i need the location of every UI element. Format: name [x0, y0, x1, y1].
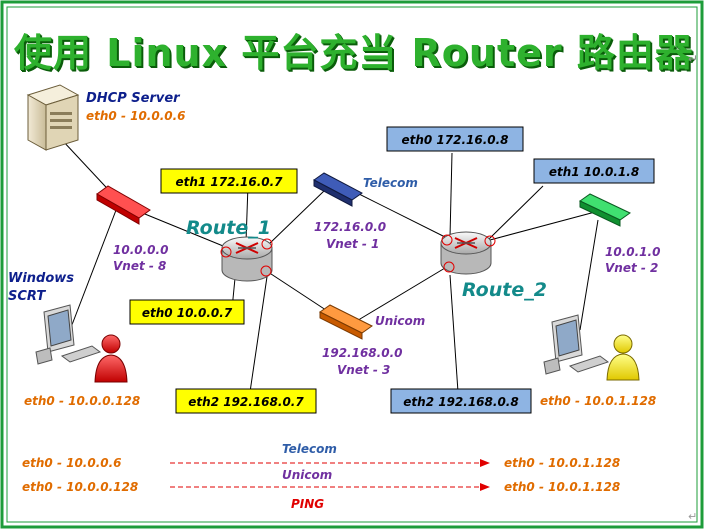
dhcp-server-eth: eth0 - 10.0.0.6 — [86, 109, 186, 123]
user-icon — [606, 334, 640, 381]
vnet3-name: Vnet - 3 — [337, 363, 390, 377]
windows-label: Windows — [8, 271, 74, 286]
route1-eth0-box: eth0 10.0.0.7 — [129, 299, 245, 325]
legend-unicom-label: Unicom — [282, 468, 332, 482]
svg-text:eth1 172.16.0.7: eth1 172.16.0.7 — [175, 175, 283, 189]
computer-icon — [543, 314, 610, 375]
legend-telecom-label: Telecom — [282, 442, 337, 456]
legend-row1-from: eth0 - 10.0.0.6 — [22, 456, 122, 470]
interface-markers — [220, 234, 496, 277]
vnet8-addr: 10.0.0.0 — [113, 243, 168, 257]
left-client-eth: eth0 - 10.0.0.128 — [24, 394, 140, 408]
router-1-icon — [221, 236, 273, 282]
svg-text:eth2 192.168.0.8: eth2 192.168.0.8 — [403, 395, 518, 409]
vnet2-name: Vnet - 2 — [605, 261, 658, 275]
router-2-icon — [440, 231, 492, 275]
vnet1-name: Vnet - 1 — [326, 237, 379, 251]
svg-text:eth2 192.168.0.7: eth2 192.168.0.7 — [188, 395, 304, 409]
right-client-eth: eth0 - 10.0.1.128 — [540, 394, 656, 408]
svg-text:eth0 172.16.0.8: eth0 172.16.0.8 — [401, 133, 508, 147]
svg-text:eth1 10.0.1.8: eth1 10.0.1.8 — [549, 165, 639, 179]
arrow-right-icon — [480, 483, 490, 491]
paragraph-mark-icon: ↵ — [688, 510, 698, 523]
scrt-label: SCRT — [8, 289, 46, 304]
user-icon — [94, 334, 128, 383]
vnet8-name: Vnet - 8 — [113, 259, 166, 273]
server-icon — [26, 84, 80, 151]
switch-red-icon — [96, 185, 151, 225]
unicom-switch-label: Unicom — [375, 314, 425, 328]
vnet1-addr: 172.16.0.0 — [314, 220, 386, 234]
paragraph-mark-icon: ↵ — [688, 52, 699, 66]
connection-lines — [61, 139, 599, 393]
telecom-switch-label: Telecom — [363, 176, 418, 190]
switch-telecom-icon — [313, 172, 363, 207]
route2-eth2-box: eth2 192.168.0.8 — [390, 388, 532, 414]
vnet2-addr: 10.0.1.0 — [605, 245, 660, 259]
vnet3-addr: 192.168.0.0 — [322, 346, 402, 360]
legend-row2-from: eth0 - 10.0.0.128 — [22, 480, 138, 494]
legend-ping-label: PING — [291, 497, 324, 511]
svg-text:eth0 10.0.0.7: eth0 10.0.0.7 — [142, 306, 233, 320]
computer-icon — [35, 304, 102, 365]
page-title: 使用 Linux 平台充当 Router 路由器 — [14, 31, 694, 75]
route2-eth0-box: eth0 172.16.0.8 — [386, 126, 524, 152]
route2-label: Route_2 — [462, 279, 547, 301]
route1-eth2-box: eth2 192.168.0.7 — [175, 388, 317, 414]
route1-label: Route_1 — [186, 217, 271, 239]
route2-eth1-box: eth1 10.0.1.8 — [533, 158, 655, 184]
legend-row1-to: eth0 - 10.0.1.128 — [504, 456, 620, 470]
switch-unicom-icon — [319, 304, 373, 340]
route1-eth1-box: eth1 172.16.0.7 — [160, 168, 298, 194]
arrow-right-icon — [480, 459, 490, 467]
dhcp-server-label: DHCP Server — [86, 91, 181, 106]
legend-row2-to: eth0 - 10.0.1.128 — [504, 480, 620, 494]
switch-green-icon — [579, 193, 631, 227]
